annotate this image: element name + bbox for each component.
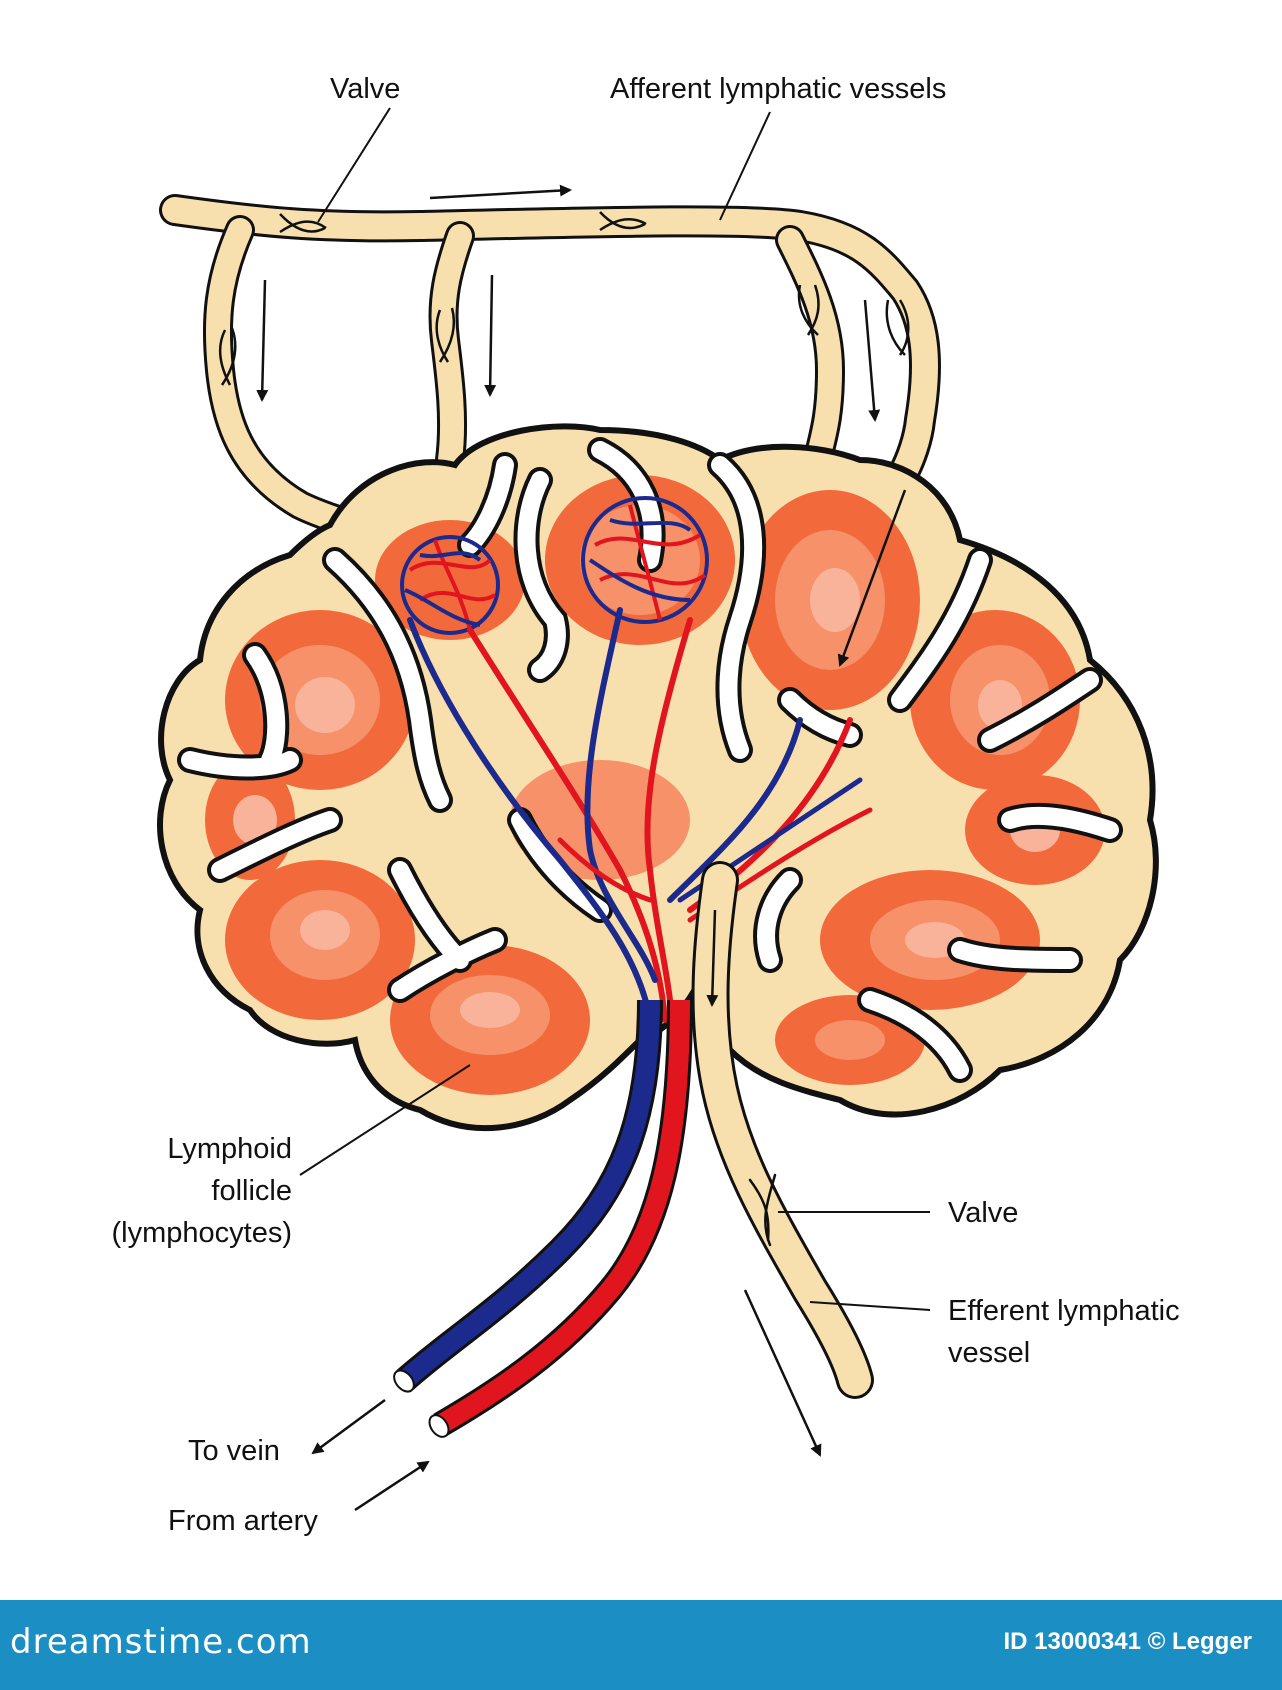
to-vein-label: To vein [188, 1435, 280, 1467]
efferent-vessel-label-line1: Efferent lymphatic [948, 1295, 1180, 1327]
lymphoid-follicles [205, 475, 1105, 1095]
trabecular-sinuses [177, 437, 1123, 1083]
watermark-footer: dreamstime.com ID 13000341 © Legger [0, 1600, 1282, 1690]
valve-marks [218, 211, 910, 386]
lymphoid-follicle-label-line2: follicle [211, 1175, 292, 1207]
lymphoid-follicle-label-line3: (lymphocytes) [111, 1217, 293, 1249]
valve-bottom-label: Valve [948, 1197, 1019, 1229]
internal-blood-vessels [407, 607, 873, 1023]
capillary-networks [400, 496, 709, 635]
efferent-lymphatic-vessel [691, 861, 874, 1399]
flow-arrows [256, 184, 907, 1512]
leader-lines [299, 107, 931, 1311]
efferent-vessel-label-line2: vessel [948, 1337, 1031, 1369]
afferent-vessels-label: Afferent lymphatic vessels [610, 73, 947, 105]
footer-image-id: ID 13000341 © Legger [1003, 1628, 1252, 1655]
footer-brand: dreamstime.com [10, 1622, 312, 1662]
artery-and-vein [393, 999, 693, 1438]
valve-top-label: Valve [330, 73, 401, 105]
lymph-node [157, 423, 1159, 1132]
from-artery-label: From artery [168, 1505, 318, 1537]
afferent-lymphatic-vessels [159, 194, 941, 540]
lymphoid-follicle-label-line1: Lymphoid [167, 1133, 292, 1165]
lymph-node-diagram [157, 107, 1159, 1512]
